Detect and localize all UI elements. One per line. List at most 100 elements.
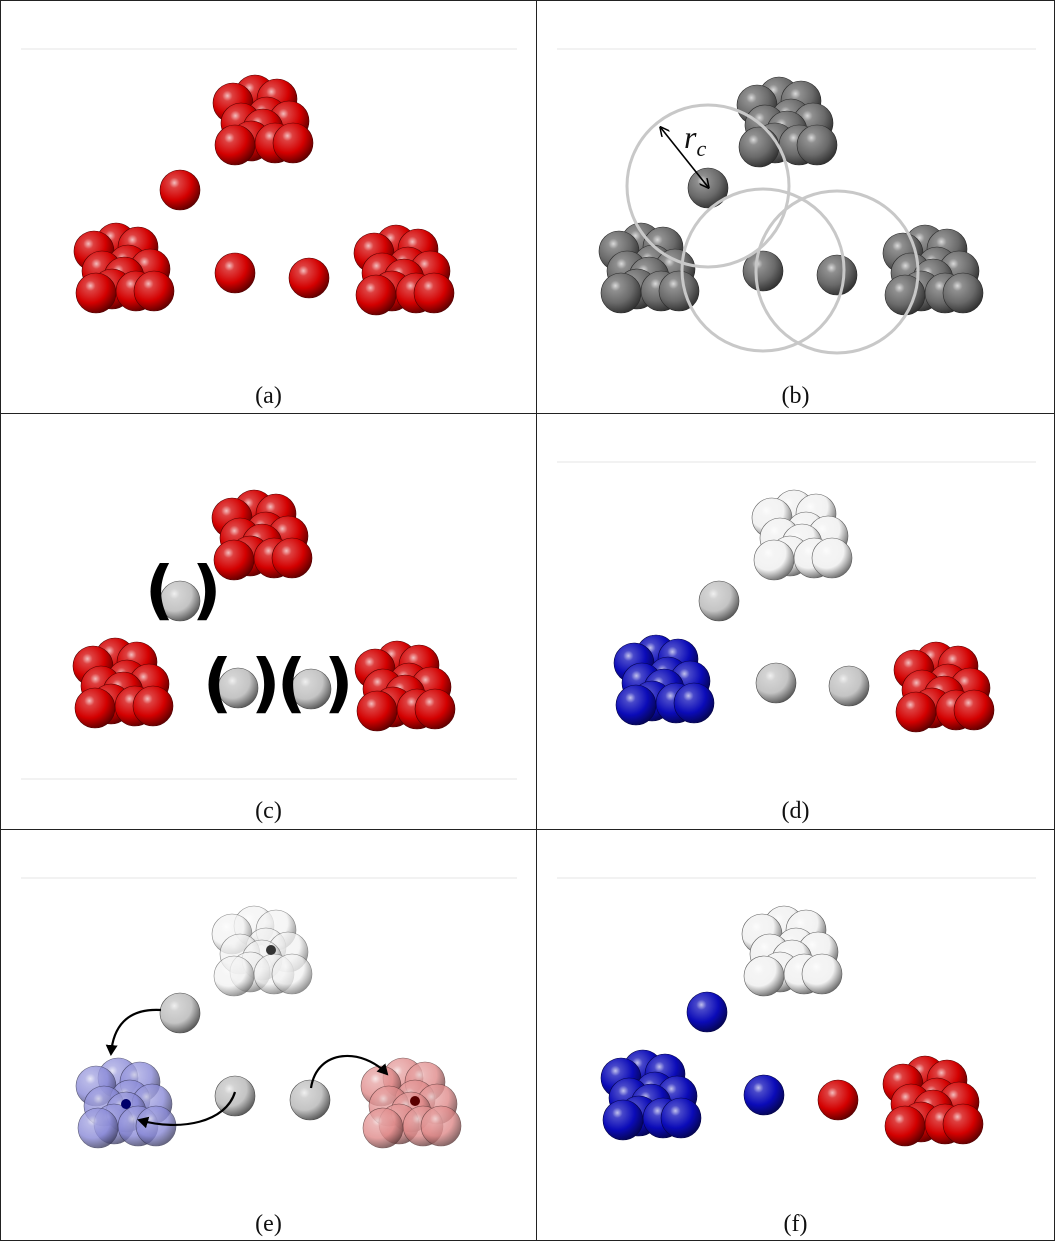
atom-sphere	[362, 1107, 404, 1149]
panel-b-canvas: rc	[557, 48, 1036, 355]
atom-sphere	[290, 668, 332, 710]
panel-a-canvas	[21, 48, 517, 316]
assignment-arrows	[105, 1008, 389, 1129]
atom-sphere	[753, 539, 795, 581]
panel-f-canvas	[557, 877, 1036, 1147]
caption-e: (e)	[255, 1211, 282, 1237]
atom-sphere	[660, 1097, 702, 1139]
atom-sphere	[600, 272, 642, 314]
atom-sphere	[420, 1105, 462, 1147]
atom-sphere	[159, 169, 201, 211]
atom-sphere	[698, 580, 740, 622]
atom-sphere	[271, 953, 313, 995]
atom-sphere	[615, 684, 657, 726]
atom-sphere	[289, 1079, 331, 1121]
atom-sphere	[738, 126, 780, 168]
centroid-markers	[121, 945, 420, 1109]
atom-sphere	[271, 537, 313, 579]
atom-sphere	[159, 992, 201, 1034]
paren-group-3: ( )	[277, 647, 353, 721]
close-paren: )	[251, 647, 280, 721]
atom-sphere	[686, 991, 728, 1033]
close-paren: )	[192, 554, 221, 628]
atom-sphere	[817, 1079, 859, 1121]
centroid-red	[410, 1096, 420, 1106]
atom-sphere	[74, 687, 116, 729]
atom-sphere	[811, 537, 853, 579]
atom-sphere	[953, 689, 995, 731]
arrow-to-blue-1	[105, 1008, 162, 1056]
atom-sphere	[743, 1074, 785, 1116]
cutoff-circles	[625, 103, 920, 355]
panel-e-scene	[21, 877, 517, 1149]
radius-arrow	[661, 128, 708, 187]
panel-c: ( ) ( ) ( ) (c)	[0, 413, 536, 829]
atom-sphere	[884, 1105, 926, 1147]
radius-label: rc	[684, 119, 706, 161]
panel-e: (e)	[0, 829, 536, 1241]
centroid-blue	[121, 1099, 131, 1109]
atom-sphere	[214, 124, 256, 166]
open-paren: (	[277, 647, 306, 721]
atom-sphere	[895, 691, 937, 733]
atom-sphere	[214, 1075, 256, 1117]
arrow-to-red	[309, 1054, 389, 1089]
panel-d-canvas	[557, 461, 1036, 733]
atom-sphere	[828, 665, 870, 707]
atom-sphere	[355, 274, 397, 316]
atom-sphere	[77, 1107, 119, 1149]
panel-b-scene	[557, 48, 1036, 316]
atom-sphere	[133, 270, 175, 312]
panel-e-canvas	[21, 877, 517, 1149]
panel-b: rc (b)	[536, 0, 1055, 413]
paren-group-2: ( )	[203, 647, 280, 721]
atom-sphere	[217, 667, 259, 709]
atom-sphere	[742, 250, 784, 292]
atom-sphere	[687, 167, 729, 209]
atom-sphere	[75, 272, 117, 314]
panel-a: (a)	[0, 0, 536, 413]
panel-a-scene	[21, 48, 517, 316]
atom-sphere	[816, 254, 858, 296]
atom-sphere	[159, 580, 201, 622]
cutoff-circle-2	[680, 187, 846, 353]
centroid-white	[266, 945, 276, 955]
atom-sphere	[658, 270, 700, 312]
atom-sphere	[213, 539, 255, 581]
atom-sphere	[132, 685, 174, 727]
panel-c-scene	[21, 489, 517, 780]
paren-group-1: ( )	[145, 554, 221, 628]
atom-sphere	[673, 682, 715, 724]
atom-sphere	[356, 690, 398, 732]
open-paren: (	[203, 647, 232, 721]
atom-sphere	[413, 272, 455, 314]
atom-sphere	[801, 953, 843, 995]
open-paren: (	[145, 554, 174, 628]
atom-sphere	[414, 688, 456, 730]
atom-sphere	[288, 257, 330, 299]
panel-d-scene	[557, 461, 1036, 733]
caption-b: (b)	[781, 383, 810, 409]
panel-c-canvas: ( ) ( ) ( )	[21, 489, 517, 780]
atom-sphere	[755, 662, 797, 704]
panel-f-scene	[557, 877, 1036, 1147]
arrow-to-blue-2	[137, 1091, 237, 1129]
panel-f: (f)	[536, 829, 1055, 1241]
caption-a: (a)	[255, 383, 282, 409]
atom-sphere	[602, 1099, 644, 1141]
caption-d: (d)	[781, 798, 810, 824]
atom-sphere	[272, 122, 314, 164]
panel-d: (d)	[536, 413, 1055, 829]
close-paren: )	[324, 647, 353, 721]
atom-sphere	[942, 1103, 984, 1145]
caption-c: (c)	[255, 798, 282, 824]
atom-sphere	[213, 955, 255, 997]
cutoff-circle-1	[625, 103, 791, 269]
atom-sphere	[796, 124, 838, 166]
atom-sphere	[942, 272, 984, 314]
atom-sphere	[743, 955, 785, 997]
atom-sphere	[214, 252, 256, 294]
caption-f: (f)	[783, 1211, 808, 1237]
cutoff-circle-3	[754, 189, 920, 355]
